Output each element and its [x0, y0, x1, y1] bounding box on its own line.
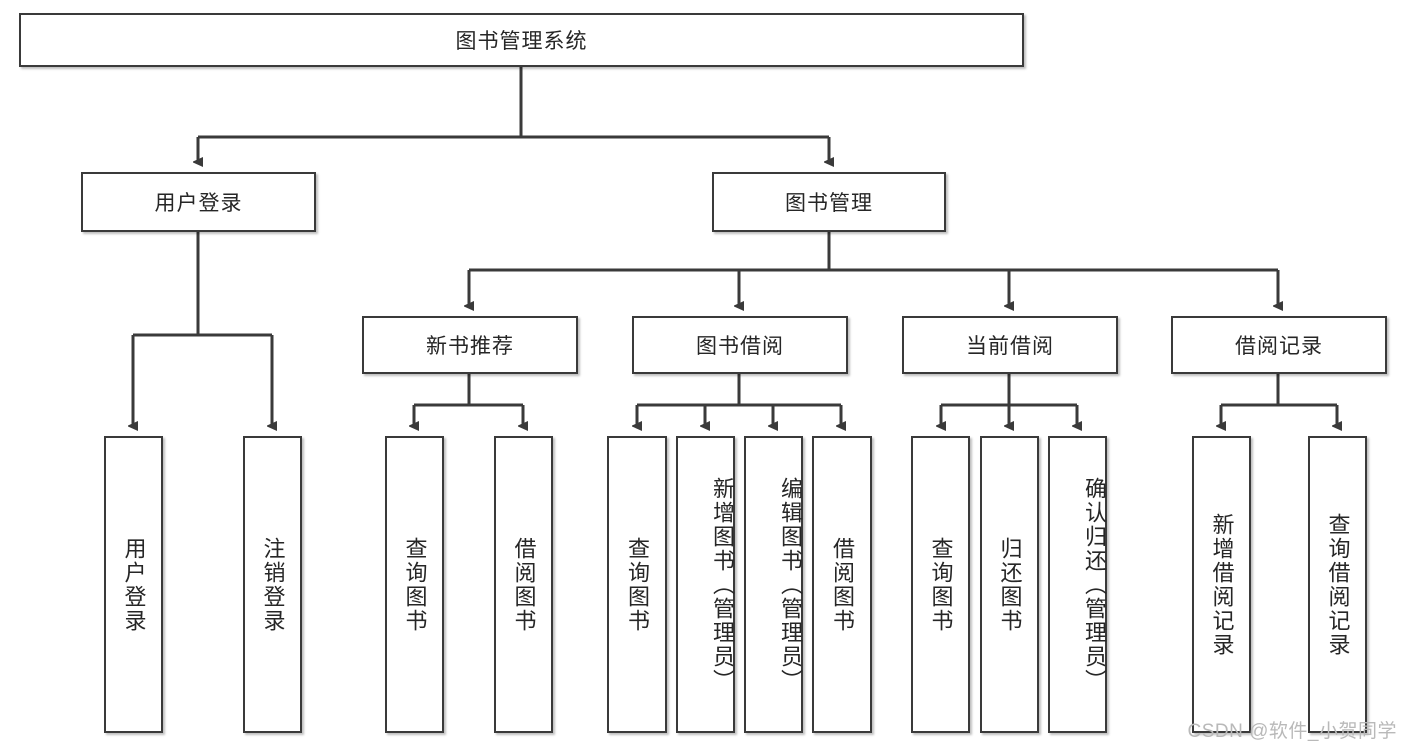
leaf-label: 查询图书: [928, 536, 954, 633]
node-user-login-label: 用户登录: [154, 192, 243, 215]
leaf-current-query[interactable]: 查询图书: [911, 436, 970, 733]
node-current-borrow-label: 当前借阅: [966, 335, 1054, 358]
leaf-borrow-add-book[interactable]: 新增图书（管理员）: [676, 436, 735, 733]
leaf-label: 查询图书: [625, 536, 650, 633]
node-root[interactable]: 图书管理系统: [19, 13, 1024, 67]
node-borrow-records[interactable]: 借阅记录: [1171, 316, 1387, 374]
leaf-user-login-login[interactable]: 用户登录: [104, 436, 163, 733]
leaf-label: 查询借阅记录: [1325, 512, 1351, 657]
leaf-user-login-logout[interactable]: 注销登录: [243, 436, 302, 733]
watermark: CSDN @软件_小贺同学: [1187, 721, 1397, 742]
leaf-label: 归还图书: [997, 536, 1023, 633]
leaf-label: 注销登录: [260, 536, 286, 633]
node-book-borrow-label: 图书借阅: [696, 335, 784, 358]
leaf-records-add[interactable]: 新增借阅记录: [1192, 436, 1251, 733]
node-book-management[interactable]: 图书管理: [712, 172, 946, 232]
leaf-label: 编辑图书（管理员）: [778, 476, 803, 693]
leaf-new-book-borrow[interactable]: 借阅图书: [494, 436, 553, 733]
leaf-label: 查询图书: [402, 536, 428, 633]
leaf-label: 新增借阅记录: [1209, 512, 1235, 657]
leaf-borrow-query[interactable]: 查询图书: [607, 436, 667, 733]
node-borrow-records-label: 借阅记录: [1235, 335, 1323, 358]
leaf-label: 新增图书（管理员）: [710, 476, 735, 693]
leaf-label: 用户登录: [121, 536, 147, 633]
leaf-borrow-borrow-book[interactable]: 借阅图书: [812, 436, 872, 733]
node-new-book-recommend-label: 新书推荐: [426, 335, 514, 358]
leaf-label: 借阅图书: [830, 536, 855, 633]
leaf-records-query[interactable]: 查询借阅记录: [1308, 436, 1367, 733]
node-new-book-recommend[interactable]: 新书推荐: [362, 316, 578, 374]
node-current-borrow[interactable]: 当前借阅: [902, 316, 1118, 374]
node-book-borrow[interactable]: 图书借阅: [632, 316, 848, 374]
leaf-label: 确认归还（管理员）: [1082, 476, 1107, 693]
leaf-borrow-edit-book[interactable]: 编辑图书（管理员）: [744, 436, 803, 733]
leaf-current-return[interactable]: 归还图书: [980, 436, 1039, 733]
leaf-new-book-query[interactable]: 查询图书: [385, 436, 444, 733]
node-root-label: 图书管理系统: [455, 30, 588, 53]
leaf-current-confirm-return[interactable]: 确认归还（管理员）: [1048, 436, 1107, 733]
node-book-management-label: 图书管理: [785, 192, 873, 215]
leaf-label: 借阅图书: [511, 536, 537, 633]
node-user-login[interactable]: 用户登录: [81, 172, 316, 232]
